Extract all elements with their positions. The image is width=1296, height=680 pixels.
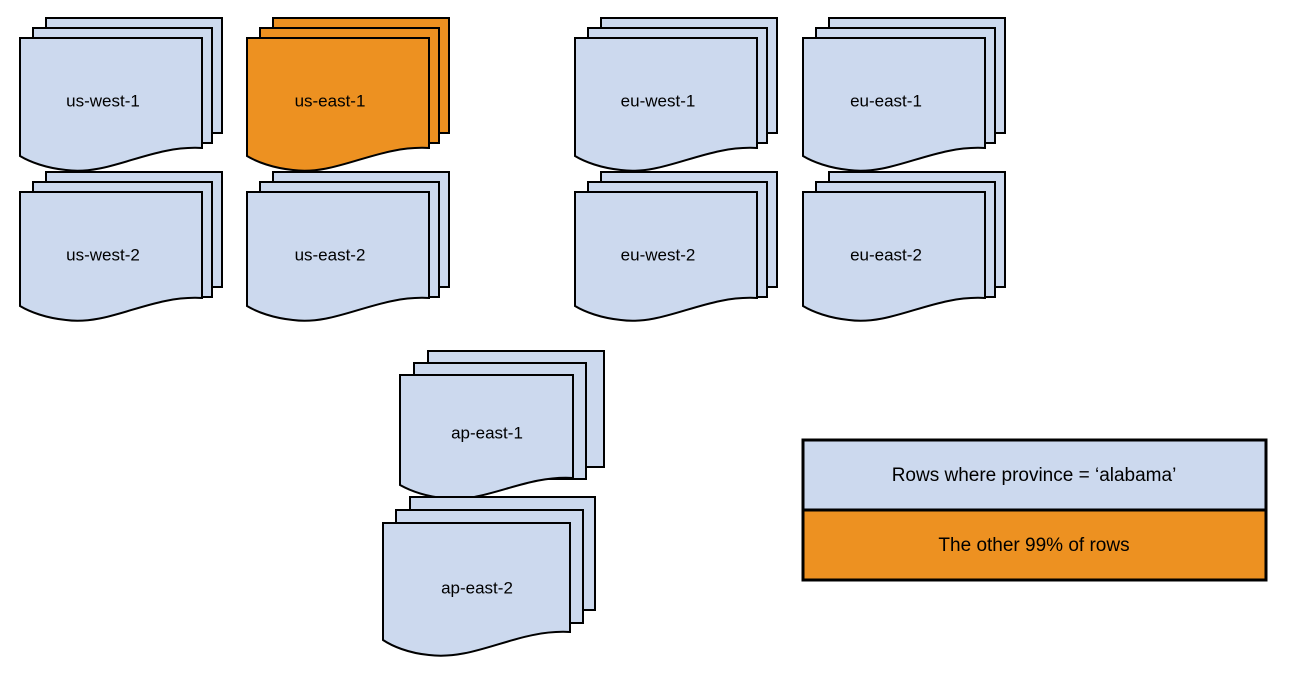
doc-front (802, 191, 986, 322)
node-eu-west-1[interactable]: eu-west-1 (574, 17, 778, 172)
node-eu-east-1[interactable]: eu-east-1 (802, 17, 1006, 172)
node-eu-west-2[interactable]: eu-west-2 (574, 171, 778, 322)
node-label: eu-east-1 (850, 91, 922, 110)
legend-row-orange (801, 508, 1268, 582)
node-ap-east-1[interactable]: ap-east-1 (399, 350, 605, 500)
node-label: ap-east-1 (451, 423, 523, 442)
legend: Rows where province = ‘alabama’ The othe… (801, 438, 1268, 582)
doc-front (382, 522, 571, 657)
node-label: us-west-2 (66, 245, 140, 264)
doc-front (19, 191, 203, 322)
node-label: us-east-2 (295, 245, 366, 264)
legend-label-blue: Rows where province = ‘alabama’ (892, 465, 1177, 486)
node-label: eu-west-2 (621, 245, 696, 264)
node-us-west-2[interactable]: us-west-2 (19, 171, 223, 322)
node-us-east-1[interactable]: us-east-1 (246, 17, 450, 172)
doc-front (574, 191, 758, 322)
node-eu-east-2[interactable]: eu-east-2 (802, 171, 1006, 322)
node-us-east-2[interactable]: us-east-2 (246, 171, 450, 322)
node-label: us-west-1 (66, 91, 140, 110)
doc-front (246, 191, 430, 322)
node-ap-east-2[interactable]: ap-east-2 (382, 496, 596, 657)
doc-front (19, 37, 203, 172)
legend-label-orange: The other 99% of rows (938, 535, 1129, 556)
node-label: eu-west-1 (621, 91, 696, 110)
node-us-west-1[interactable]: us-west-1 (19, 17, 223, 172)
node-label: ap-east-2 (441, 578, 513, 597)
node-label: us-east-1 (295, 91, 366, 110)
doc-front (802, 37, 986, 172)
doc-front (246, 37, 430, 172)
node-label: eu-east-2 (850, 245, 922, 264)
doc-front (574, 37, 758, 172)
